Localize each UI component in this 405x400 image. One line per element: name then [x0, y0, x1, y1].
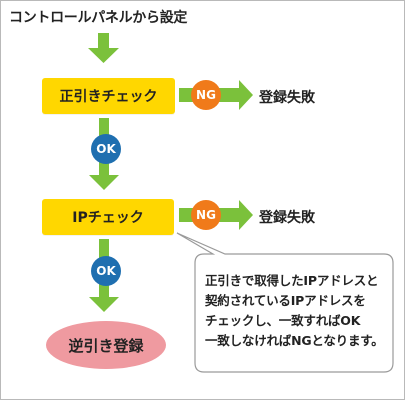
result-fail-2: 登録失敗	[259, 210, 315, 226]
page-title: コントロールパネルから設定	[9, 10, 188, 26]
ok-badge-1: OK	[91, 134, 121, 164]
note-line-3: チェックし、一致すればOK	[205, 313, 361, 328]
note-line-2: 契約されているIPアドレスを	[205, 293, 366, 308]
step-reverse-registration: 逆引き登録	[46, 321, 166, 369]
note-line-4: 一致しなければNGとなります。	[205, 333, 384, 348]
note-callout-shape	[176, 232, 394, 373]
arrow-down-1	[88, 33, 119, 63]
ng-badge-1: NG	[191, 80, 221, 110]
result-fail-1: 登録失敗	[259, 90, 315, 106]
step-ip-check: IPチェック	[42, 199, 174, 235]
note-text: 正引きで取得したIPアドレスと 契約されているIPアドレスを チェックし、一致す…	[205, 271, 384, 351]
note-line-1: 正引きで取得したIPアドレスと	[205, 273, 379, 288]
ok-badge-2: OK	[91, 256, 121, 286]
step-forward-lookup-check: 正引きチェック	[42, 78, 175, 114]
ng-badge-2: NG	[191, 200, 221, 230]
